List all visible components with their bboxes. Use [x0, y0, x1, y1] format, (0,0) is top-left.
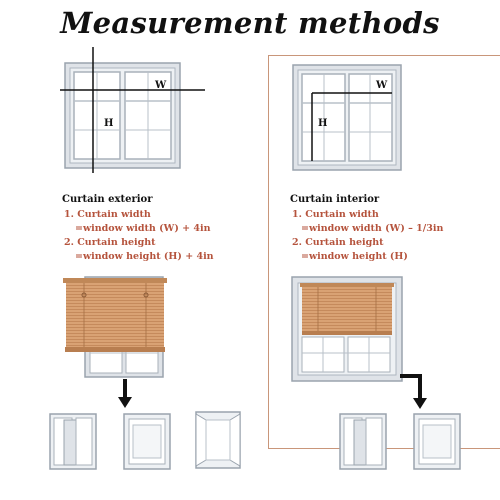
window-thumb-sliding-2 — [339, 413, 387, 470]
interior-window-diagram — [292, 64, 402, 171]
window-thumb-double — [123, 413, 171, 470]
exterior-w-label: W — [155, 80, 167, 91]
exterior-window-diagram — [60, 47, 205, 173]
arrow-bend-down-icon — [400, 374, 427, 409]
interior-blind-photo — [291, 276, 403, 382]
interior-h-label: H — [318, 118, 328, 129]
interior-line-4: =window height (H) — [301, 251, 408, 262]
exterior-h-label: H — [104, 118, 114, 129]
exterior-line-4: =window height (H) + 4in — [75, 251, 214, 262]
interior-heading: Curtain interior — [290, 194, 380, 205]
interior-line-3: 2. Curtain height — [292, 237, 384, 248]
exterior-heading: Curtain exterior — [62, 194, 153, 205]
window-thumb-sliding — [49, 413, 97, 470]
exterior-blind-photo — [63, 276, 167, 378]
window-thumb-double-2 — [413, 413, 461, 470]
exterior-line-1: 1. Curtain width — [64, 209, 151, 220]
exterior-line-2: =window width (W) + 4in — [75, 223, 211, 234]
exterior-line-3: 2. Curtain height — [64, 237, 156, 248]
interior-w-label: W — [376, 80, 388, 91]
page-title: Measurement methods — [60, 6, 440, 40]
arrow-down-icon — [118, 379, 132, 408]
window-thumb-casement — [195, 411, 241, 469]
interior-line-2: =window width (W) – 1/3in — [301, 223, 444, 234]
interior-line-1: 1. Curtain width — [292, 209, 379, 220]
